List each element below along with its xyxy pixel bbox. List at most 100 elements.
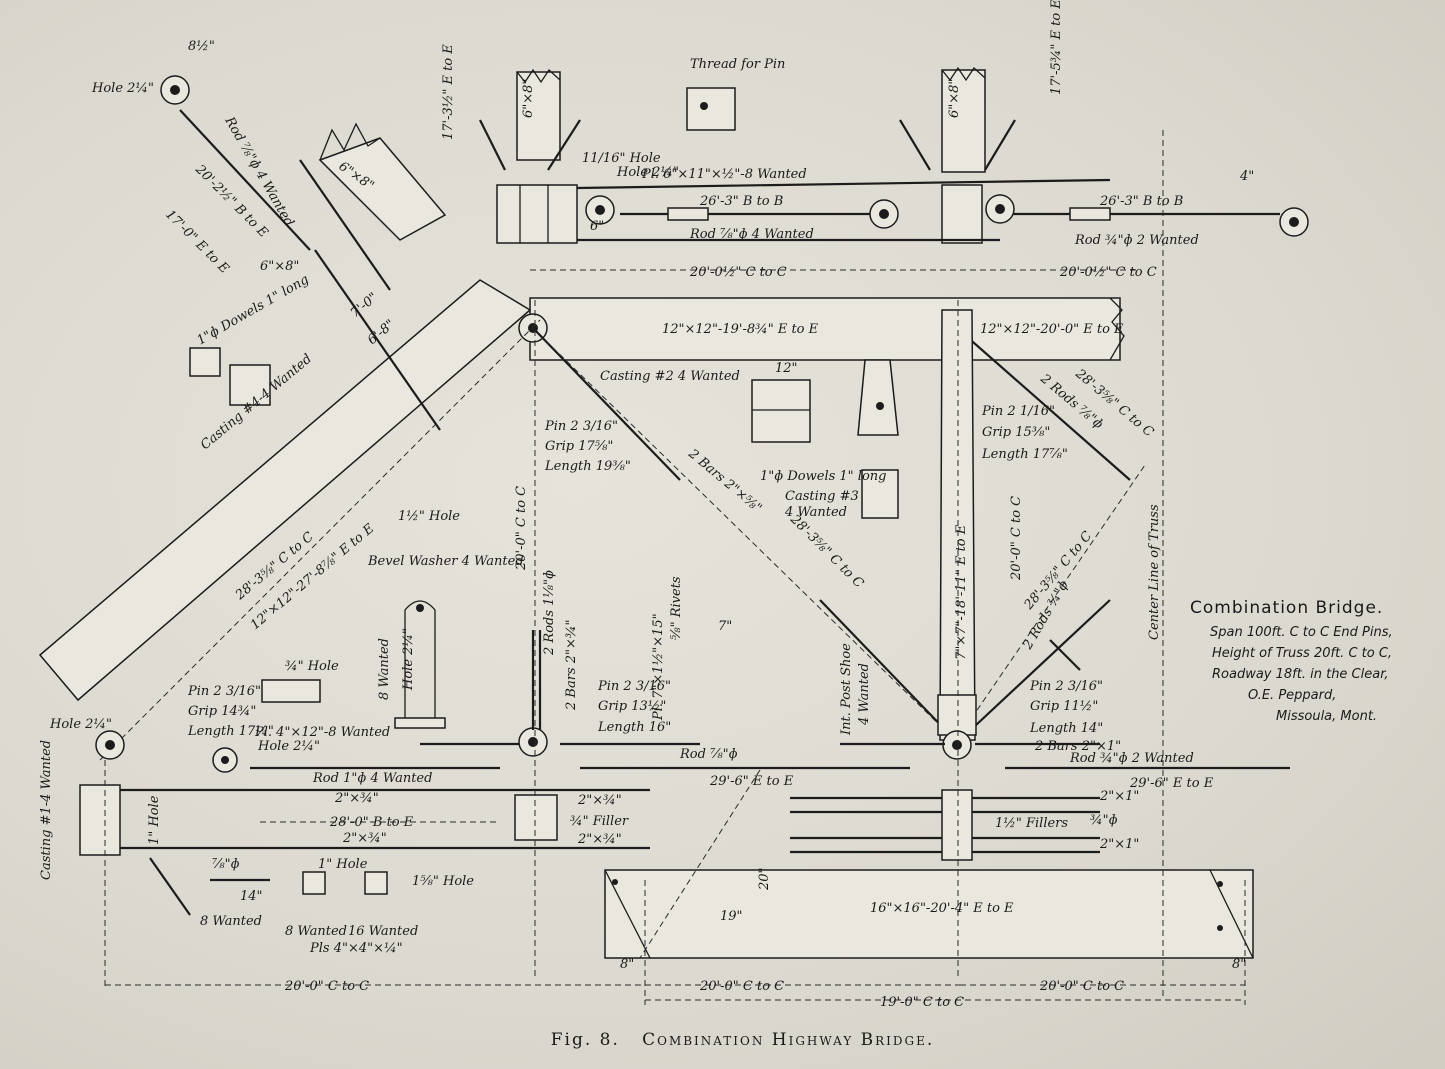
- label-fillers-112: 1½" Fillers: [995, 816, 1068, 831]
- figure-number: Fig. 8.: [550, 1030, 620, 1050]
- label-cc-20-0-e: 20'-0" C to C: [1039, 979, 1124, 994]
- label-dim-7-0: 7'-0": [348, 290, 381, 321]
- label-casting-3: Casting #3: [785, 489, 859, 504]
- label-grip-e: Grip 14¾": [188, 704, 256, 719]
- label-length-a: Length 19⅜": [544, 459, 631, 474]
- label-wanted-16: 16 Wanted: [348, 924, 418, 939]
- label-dim-14: 14": [240, 889, 263, 904]
- label-dim-17-0: 17'-0" E to E: [162, 207, 232, 277]
- label-int-post-shoe: Int. Post Shoe: [839, 643, 854, 736]
- label-rod-78-4: Rod ⅞"ɸ 4 Wanted: [689, 227, 814, 242]
- title-block-line: Roadway 18ft. in the Clear,: [1212, 667, 1389, 682]
- label-6x8-post: 6"×8": [521, 79, 536, 118]
- title-block-line: Span 100ft. C to C End Pins,: [1210, 625, 1393, 640]
- label-casting-1: Casting #1-4 Wanted: [39, 740, 54, 880]
- label-dim-8-a: 8": [620, 957, 634, 972]
- label-fill-2x34-d: 2"×¾": [577, 832, 622, 847]
- label-top-chord: 12"×12"-19'-8¾" E to E: [662, 322, 819, 337]
- label-bars-2x1: 2 Bars 2"×1": [1034, 739, 1121, 754]
- label-pin-b: Pin 2 1/16": [981, 404, 1055, 419]
- floor-beam: [604, 769, 1254, 959]
- diagonals: [532, 327, 1146, 741]
- label-grip-d: Grip 11½": [1030, 699, 1098, 714]
- label-dim-17-3: 17'-3½" E to E: [441, 44, 456, 140]
- label-dim-20: 20": [757, 867, 772, 891]
- label-dim-6-8: 6'-8": [365, 317, 398, 348]
- title-block-heading: Combination Bridge.: [1190, 598, 1384, 618]
- label-rod-34-2b: Rod ¾"ɸ 2 Wanted: [1069, 751, 1194, 766]
- label-pin-e: Pin 2 3/16": [187, 684, 261, 699]
- label-filler-34: ¾" Filler: [570, 814, 629, 829]
- label-rod-1-4: Rod 1"ɸ 4 Wanted: [312, 771, 432, 786]
- label-fill-2x34-c: 2"×¾": [577, 793, 622, 808]
- label-center-line: Center Line of Truss: [1147, 504, 1162, 640]
- label-shoe-wanted: 4 Wanted: [857, 663, 872, 726]
- label-cc-20-0-c: 20'-0" C to C: [284, 979, 369, 994]
- label-bars-2x58: 2 Bars 2"×⅝": [685, 446, 765, 516]
- label-fill-2x34-b: 2"×¾": [342, 831, 387, 846]
- label-grip-b: Grip 15⅜": [982, 425, 1050, 440]
- top-chord-eyebar-assembly: [479, 66, 1309, 244]
- label-pl-7x1: Pl. 7"×1½"×15": [651, 613, 666, 721]
- label-dim-12: 12": [775, 361, 798, 376]
- label-hole-1-b: 1" Hole: [318, 857, 368, 872]
- label-length-d: Length 14": [1029, 721, 1103, 736]
- label-bars-2-34: 2 Bars 2"×¾": [564, 620, 579, 711]
- label-dim-6: 6": [590, 219, 604, 234]
- label-cc-20-0-a: 20'-0½" C to C: [689, 265, 787, 280]
- label-pl-4x12: Pl. 4"×12"-8 Wanted: [254, 725, 390, 740]
- label-rod-78-c: ⅞"ɸ: [212, 857, 240, 872]
- label-rivets: ⅝" Rivets: [669, 576, 684, 640]
- label-dim-19: 19": [720, 909, 743, 924]
- title-block-line: Height of Truss 20ft. C to C,: [1212, 646, 1393, 661]
- label-casting-3-wanted: 4 Wanted: [784, 505, 847, 520]
- label-casting-3-dowels: 1"ɸ Dowels 1" long: [760, 469, 886, 484]
- label-pin-a: Pin 2 3/16": [544, 419, 618, 434]
- label-hole-1: 1" Hole: [147, 795, 162, 845]
- label-length-b: Length 17⅞": [981, 447, 1068, 462]
- label-cc-20-0-d: 20'-0" C to C: [699, 979, 784, 994]
- label-rod-78-b: Rod ⅞"ɸ: [679, 747, 738, 762]
- label-hole-1-12: 1½" Hole: [398, 509, 460, 524]
- label-cc-28-3-a: 28'-3⅝" C to C: [786, 512, 866, 592]
- label-top-chord-b: 12"×12"-20'-0" E to E: [980, 322, 1124, 337]
- label-dim-17-5: 17'-5¾" E to E: [1049, 0, 1064, 95]
- label-wanted-8b: 8 Wanted: [200, 914, 262, 929]
- label-grip-a: Grip 17⅝": [545, 439, 613, 454]
- title-block-line: O.E. Peppard,: [1248, 688, 1337, 703]
- label-8-top: 8½": [188, 39, 215, 54]
- label-length-e: Length 17¼": [187, 724, 274, 739]
- label-dim-4: 4": [1239, 169, 1254, 184]
- end-post: [38, 75, 541, 761]
- label-dim-26-3-b: 26'-3" B to B: [1099, 194, 1183, 209]
- label-cc-20-0-v2: 20'-0" C to C: [514, 486, 529, 571]
- label-6x8-post-b: 6"×8": [947, 79, 962, 118]
- label-bar-2x1-b: 2"×1": [1099, 837, 1139, 852]
- label-thread-for-pin: Thread for Pin: [690, 57, 785, 72]
- figure-caption: Fig. 8. Combination Highway Bridge.: [0, 1030, 1445, 1050]
- label-pls-4x4: Pls 4"×4"×¼": [309, 941, 403, 956]
- label-ee-29-6-a: 29'-6" E to E: [709, 774, 794, 789]
- label-be-28-0: 28'-0" B to E: [329, 815, 414, 830]
- label-floor-beam: 16"×16"-20'-4" E to E: [870, 901, 1014, 916]
- label-bar-2x1-a: 2"×1": [1099, 789, 1139, 804]
- label-dim-7: 7": [718, 619, 732, 634]
- label-rod-34-small: ¾"ɸ: [1090, 813, 1118, 828]
- label-length-c: Length 16": [597, 720, 671, 735]
- label-post-b: 7"×7"-18'-11" E to E: [954, 524, 969, 660]
- label-dim-26-3-a: 26'-3" B to B: [699, 194, 783, 209]
- label-dowels: 1"ɸ Dowels 1" long: [195, 272, 312, 348]
- label-pin-d: Pin 2 3/16": [1029, 679, 1103, 694]
- label-ee-29-6-b: 29'-6" E to E: [1129, 776, 1214, 791]
- label-rod-34-2: Rod ¾"ɸ 2 Wanted: [1074, 233, 1199, 248]
- title-block: Combination Bridge. Span 100ft. C to C E…: [1190, 598, 1435, 727]
- label-6x8-b: 6"×8": [260, 259, 299, 274]
- lower-chord: [79, 600, 1290, 916]
- top-chord-timbers: [518, 297, 1125, 361]
- label-dim-8-b: 8": [1232, 957, 1246, 972]
- label-cc-20-0-b: 20'-0½" C to C: [1059, 265, 1157, 280]
- label-hole-2-14-d: Hole 2¼": [257, 739, 320, 754]
- title-block-line: Missoula, Mont.: [1276, 709, 1378, 724]
